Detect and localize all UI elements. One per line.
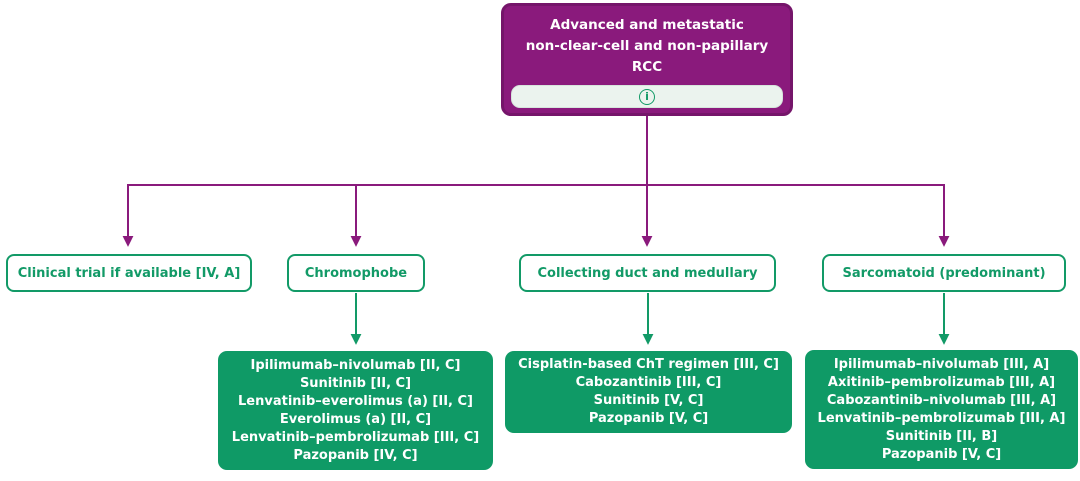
root-title-line: Advanced and metastatic xyxy=(550,17,744,33)
root-title-line: RCC xyxy=(631,59,663,75)
branch-label: Clinical trial if available [IV, A] xyxy=(17,265,241,281)
treatments-sarcomatoid: Ipilimumab–nivolumab [III, A] Axitinib–p… xyxy=(805,350,1078,469)
treatment-item: Lenvatinib–pembrolizumab [III, A] xyxy=(817,410,1066,426)
treatment-item: Everolimus (a) [II, C] xyxy=(279,411,432,427)
treatment-item: Cisplatin-based ChT regimen [III, C] xyxy=(518,357,779,372)
treatment-item: Axitinib–pembrolizumab [III, A] xyxy=(827,374,1056,390)
branch-sarcomatoid: Sarcomatoid (predominant) xyxy=(822,254,1066,292)
treatment-item: Pazopanib [V, C] xyxy=(588,411,709,426)
info-icon[interactable]: i xyxy=(639,88,655,105)
treatment-item: Ipilimumab–nivolumab [II, C] xyxy=(250,357,461,373)
treatment-item: Sunitinib [II, C] xyxy=(299,375,412,391)
treatments-chromophobe: Ipilimumab–nivolumab [II, C] Sunitinib [… xyxy=(218,351,493,470)
branch-label: Sarcomatoid (predominant) xyxy=(842,265,1046,281)
treatment-item: Ipilimumab–nivolumab [III, A] xyxy=(833,356,1050,372)
branch-clinical-trial: Clinical trial if available [IV, A] xyxy=(6,254,252,292)
treatments-collecting-duct-medullary: Cisplatin-based ChT regimen [III, C] Cab… xyxy=(505,351,792,433)
info-button[interactable]: i xyxy=(511,85,783,108)
treatment-item: Cabozantinib [III, C] xyxy=(575,375,722,390)
branch-collecting-duct-medullary: Collecting duct and medullary xyxy=(519,254,776,292)
treatment-item: Cabozantinib–nivolumab [III, A] xyxy=(826,392,1057,408)
root-title-line: non-clear-cell and non-papillary xyxy=(525,38,769,54)
branch-label: Collecting duct and medullary xyxy=(537,265,758,281)
root-node-advanced-metastatic-rcc: Advanced and metastatic non-clear-cell a… xyxy=(501,3,793,116)
treatment-item: Lenvatinib–everolimus (a) [II, C] xyxy=(238,393,473,409)
treatment-item: Lenvatinib–pembrolizumab [III, C] xyxy=(231,429,480,445)
branch-chromophobe: Chromophobe xyxy=(287,254,425,292)
branch-label: Chromophobe xyxy=(304,265,408,281)
treatment-item: Pazopanib [V, C] xyxy=(881,446,1002,462)
treatment-item: Sunitinib [II, B] xyxy=(885,428,998,444)
treatment-item: Sunitinib [V, C] xyxy=(593,393,704,408)
treatment-item: Pazopanib [IV, C] xyxy=(293,447,418,463)
